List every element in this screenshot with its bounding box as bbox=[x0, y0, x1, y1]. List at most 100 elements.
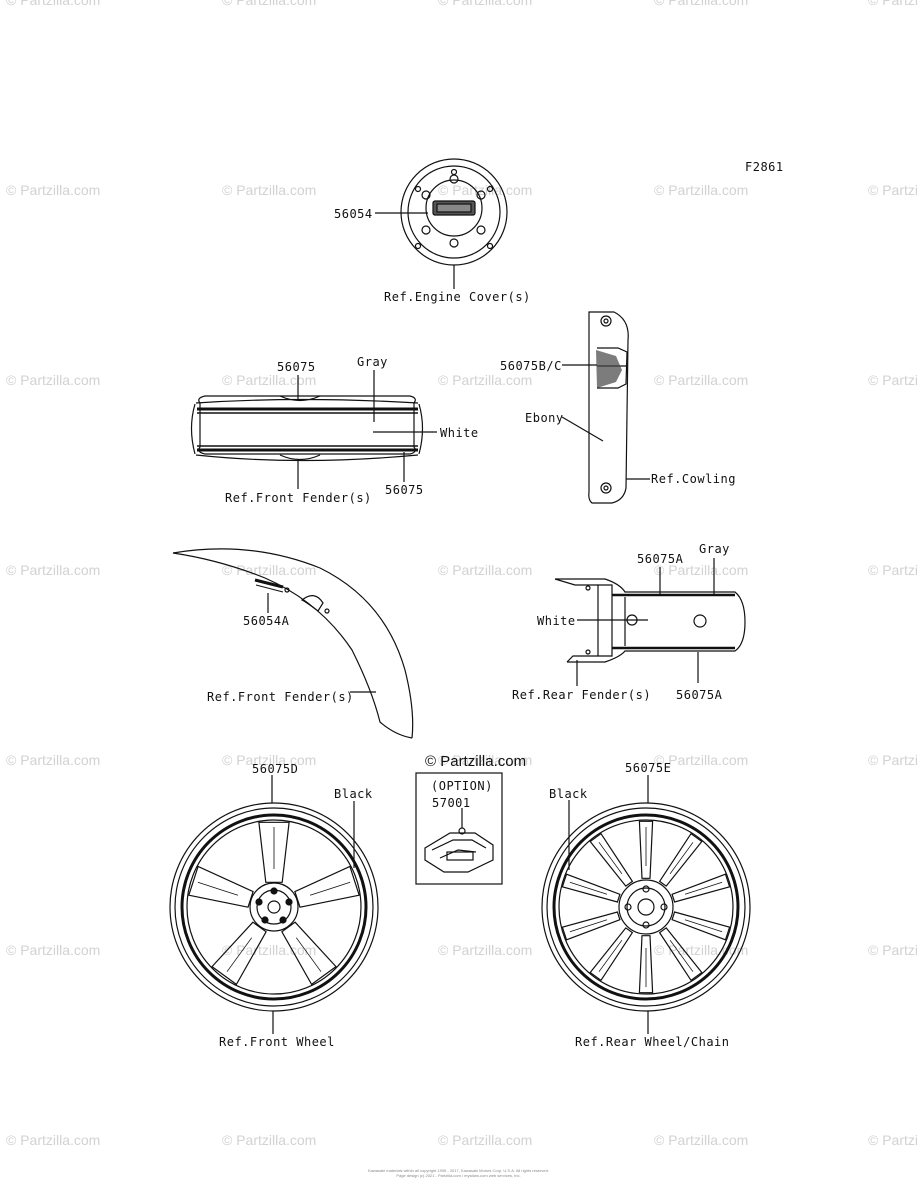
front-fender-ref-label: Ref.Front Fender(s) bbox=[225, 491, 372, 505]
watermark: © Partzilla.com bbox=[868, 942, 917, 958]
watermark: © Partzilla.com bbox=[654, 182, 749, 198]
watermark: © Partzilla.com bbox=[654, 0, 749, 8]
rear-fender-bottom-part-label: 56075A bbox=[676, 688, 723, 702]
watermark: © Partzilla.com bbox=[438, 752, 533, 768]
wheel-spoke bbox=[658, 832, 703, 887]
watermark: © Partzilla.com bbox=[222, 372, 317, 388]
rear-wheel-ref-label: Ref.Rear Wheel/Chain bbox=[575, 1035, 730, 1049]
copyright-line-1: Kawasaki materials within all copyright … bbox=[368, 1168, 549, 1173]
wheel-spoke bbox=[658, 927, 703, 982]
rear-fender-gray-label: Gray bbox=[699, 542, 730, 556]
front-wheel-color-label: Black bbox=[334, 787, 373, 801]
wheel-spoke-line bbox=[569, 881, 608, 895]
rear-fender-white-label: White bbox=[537, 614, 576, 628]
wheel-spoke bbox=[281, 921, 337, 986]
wheel-spoke-line bbox=[197, 881, 239, 896]
watermark: © Partzilla.com bbox=[654, 562, 749, 578]
rear-fender-drawing bbox=[554, 558, 746, 686]
wheel-spoke bbox=[294, 865, 360, 908]
front-fender-bottom-part-label: 56075 bbox=[385, 483, 424, 497]
wheel-spoke-line bbox=[598, 939, 623, 972]
watermark: © Partzilla.com bbox=[654, 372, 749, 388]
wheel-spoke-line bbox=[598, 842, 623, 875]
copyright-footer: Kawasaki materials within all copyright … bbox=[300, 1168, 617, 1178]
rear-wheel-color-label: Black bbox=[549, 787, 588, 801]
wheel-spoke bbox=[589, 832, 634, 887]
watermark: © Partzilla.com bbox=[6, 752, 101, 768]
engine-cover-drawing bbox=[375, 158, 508, 289]
wheel-spoke bbox=[671, 911, 731, 941]
watermark: © Partzilla.com bbox=[868, 372, 917, 388]
option-part-label: 57001 bbox=[432, 796, 471, 810]
watermark: © Partzilla.com bbox=[222, 1132, 317, 1148]
watermark: © Partzilla.com bbox=[6, 562, 101, 578]
wheel-spoke bbox=[188, 865, 254, 908]
watermark: © Partzilla.com bbox=[438, 942, 533, 958]
watermark: © Partzilla.com bbox=[868, 1132, 917, 1148]
wheel-spoke bbox=[589, 927, 634, 982]
watermark: © Partzilla.com bbox=[868, 562, 917, 578]
front-fender-top-part-label: 56075 bbox=[277, 360, 316, 374]
watermark: © Partzilla.com bbox=[6, 1132, 101, 1148]
watermark: © Partzilla.com bbox=[438, 1132, 533, 1148]
rear-wheel-drawing bbox=[541, 775, 751, 1034]
engine-cover-ref-label: Ref.Engine Cover(s) bbox=[384, 290, 531, 304]
watermark: © Partzilla.com bbox=[438, 182, 533, 198]
rear-fender-top-part-label: 56075A bbox=[637, 552, 684, 566]
cowling-color-label: Ebony bbox=[525, 411, 564, 425]
cowling-part-label: 56075B/C bbox=[500, 359, 562, 373]
wheel-spoke bbox=[561, 873, 621, 903]
watermark: © Partzilla.com bbox=[654, 1132, 749, 1148]
option-heading-label: (OPTION) bbox=[431, 779, 493, 793]
watermark: © Partzilla.com bbox=[868, 752, 917, 768]
front-wheel-drawing bbox=[169, 775, 379, 1034]
watermark: © Partzilla.com bbox=[6, 182, 101, 198]
wheel-spoke-line bbox=[684, 881, 723, 895]
wheel-spoke bbox=[671, 873, 731, 903]
engine-cover-part-label: 56054 bbox=[334, 207, 373, 221]
watermark: © Partzilla.com bbox=[438, 372, 533, 388]
wheel-spoke bbox=[561, 911, 621, 941]
front-fender-top-drawing bbox=[190, 370, 437, 489]
side-fender-drawing bbox=[172, 548, 414, 739]
front-fender-white-label: White bbox=[440, 426, 479, 440]
wheel-spoke-line bbox=[669, 842, 694, 875]
wheel-spoke bbox=[211, 921, 267, 986]
watermark: © Partzilla.com bbox=[6, 942, 101, 958]
wheel-spoke-line bbox=[295, 937, 322, 972]
watermark: © Partzilla.com bbox=[654, 752, 749, 768]
option-box-drawing bbox=[415, 772, 503, 885]
rear-fender-ref-label: Ref.Rear Fender(s) bbox=[512, 688, 652, 702]
front-wheel-ref-label: Ref.Front Wheel bbox=[219, 1035, 335, 1049]
watermark: © Partzilla.com bbox=[438, 0, 533, 8]
copyright-line-2: Page design (c) 2021 - Partzilla.com / m… bbox=[396, 1173, 521, 1178]
wheel-spoke bbox=[638, 935, 654, 994]
wheel-spoke-line bbox=[226, 937, 253, 972]
watermark: © Partzilla.com bbox=[868, 182, 917, 198]
wheel-spoke bbox=[258, 821, 290, 883]
wheel-spoke-line bbox=[669, 939, 694, 972]
watermark: © Partzilla.com bbox=[868, 0, 917, 8]
watermark: © Partzilla.com bbox=[222, 0, 317, 8]
watermark: © Partzilla.com bbox=[438, 562, 533, 578]
watermark: © Partzilla.com bbox=[6, 372, 101, 388]
wheel-spoke-line bbox=[309, 881, 351, 896]
rear-wheel-part-label: 56075E bbox=[625, 761, 672, 775]
front-wheel-part-label: 56075D bbox=[252, 762, 299, 776]
cowling-drawing bbox=[561, 311, 650, 504]
watermark: © Partzilla.com bbox=[6, 0, 101, 8]
cowling-ref-label: Ref.Cowling bbox=[651, 472, 736, 486]
watermark: © Partzilla.com bbox=[222, 182, 317, 198]
wheel-spoke-line bbox=[684, 919, 723, 933]
side-fender-ref-label: Ref.Front Fender(s) bbox=[207, 690, 354, 704]
figure-code: F2861 bbox=[745, 160, 784, 174]
center-watermark: © Partzilla.com bbox=[425, 753, 527, 770]
side-fender-part-label: 56054A bbox=[243, 614, 290, 628]
watermark: © Partzilla.com bbox=[222, 562, 317, 578]
wheel-spoke-line bbox=[569, 919, 608, 933]
wheel-spoke bbox=[638, 820, 654, 879]
watermark: © Partzilla.com bbox=[222, 752, 317, 768]
front-fender-gray-label: Gray bbox=[357, 355, 388, 369]
